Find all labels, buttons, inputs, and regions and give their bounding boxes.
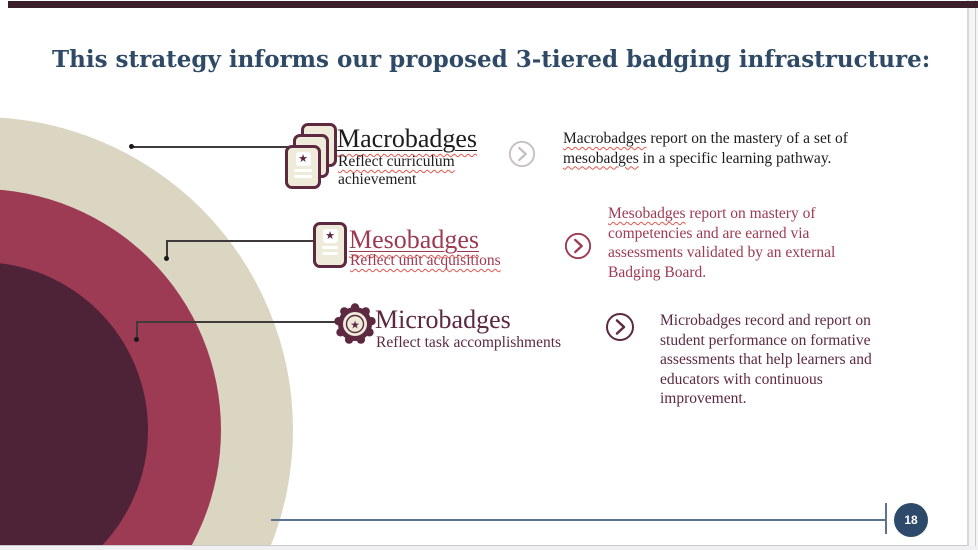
svg-text:★: ★ [350, 319, 360, 332]
card-line [322, 246, 338, 249]
chevron-right-circle-icon[interactable] [605, 312, 635, 342]
tier-subtitle-mesobadges: Reflect unit acquisitions [350, 252, 501, 269]
connector-line-micro [136, 321, 336, 323]
chevron-right-circle-icon[interactable] [564, 232, 592, 260]
card-line [294, 175, 312, 178]
rosette-badge-icon: ★ [334, 303, 376, 345]
tier-description-macrobadges: Macrobadges report on the mastery of a s… [563, 130, 848, 167]
footer-rule-tick [885, 503, 887, 534]
page-number: 18 [904, 513, 918, 527]
tier-title-mesobadges: Mesobadges [349, 225, 479, 254]
chevron-right-circle-icon[interactable] [508, 140, 536, 168]
stacked-badge-cards-icon: ★ [285, 123, 341, 189]
badge-card-front: ★ [285, 145, 321, 189]
tier-description-microbadges: Microbadges record and report on student… [660, 312, 872, 407]
slide-right-border [967, 0, 969, 546]
connector-line-macro [132, 146, 288, 148]
page-number-badge: 18 [894, 503, 928, 537]
star-icon: ★ [322, 229, 338, 243]
top-bar [8, 1, 978, 8]
app-right-border [975, 0, 976, 546]
connector-dot-macro [129, 144, 134, 149]
app-right-edge [969, 0, 978, 546]
tier-description-mesobadges: Mesobadges report on mastery of competen… [608, 205, 836, 281]
star-icon: ★ [295, 152, 311, 166]
connector-line-meso [166, 240, 314, 242]
badge-card-icon: ★ [313, 222, 347, 268]
tier-title-macrobadges: Macrobadges [337, 124, 478, 153]
card-line [294, 169, 312, 172]
connector-dot-micro [134, 337, 139, 342]
tier-subtitle-microbadges: Reflect task accomplishments [376, 334, 562, 351]
page-title: This strategy informs our proposed 3-tie… [52, 46, 931, 73]
tier-title-microbadges: Microbadges [375, 305, 511, 334]
connector-elbow-micro [136, 321, 138, 339]
card-line [322, 252, 338, 255]
app-bottom-edge [0, 545, 978, 550]
tier-subtitle-macrobadges: Reflect curriculum achievement [338, 153, 455, 188]
connector-dot-meso [164, 256, 169, 261]
connector-elbow-meso [166, 240, 168, 259]
footer-rule [271, 519, 886, 521]
